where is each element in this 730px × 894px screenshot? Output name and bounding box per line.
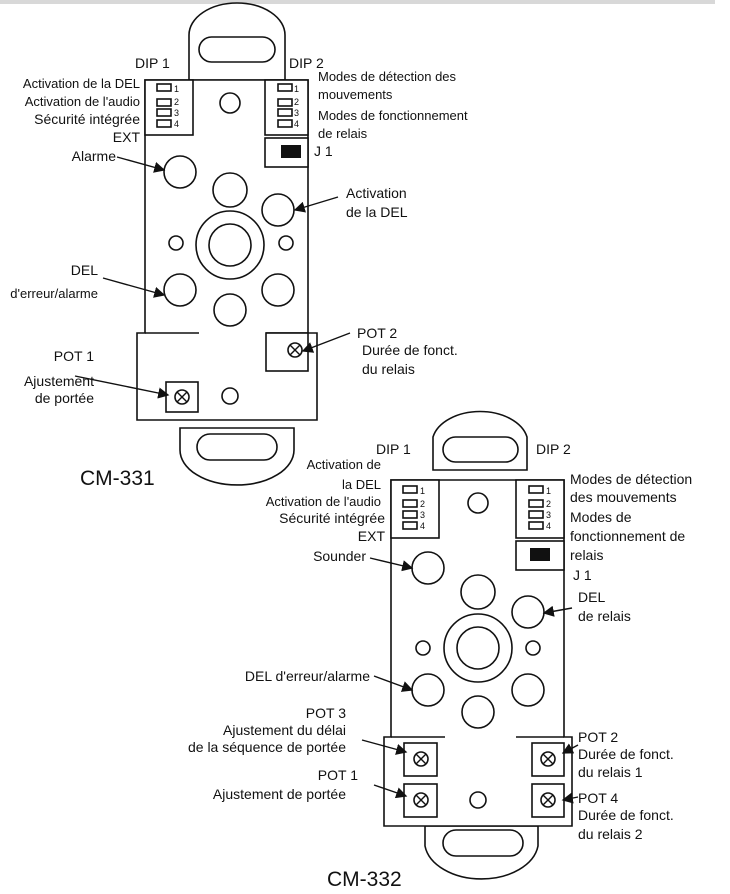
cm332-j1-label: J 1 — [573, 567, 592, 583]
cm331-error-led-label: d'erreur/alarme — [10, 286, 98, 301]
cm332-dip1-item: Sécurité intégrée — [279, 510, 385, 526]
cm332-dip2-item: fonctionnement de — [570, 528, 685, 544]
svg-text:3: 3 — [174, 108, 179, 118]
svg-text:2: 2 — [546, 499, 551, 509]
cm332-dip2-label: DIP 2 — [536, 441, 571, 457]
cm331-top-slot — [198, 36, 276, 63]
cm332-dip2-item: Modes de — [570, 509, 632, 525]
cm332-pot1-label: Ajustement de portée — [213, 786, 346, 802]
cm332-pot2-label: du relais 1 — [578, 764, 643, 780]
cm331-pot2-label: Durée de fonct. — [362, 342, 458, 358]
cm331-error-led-label: DEL — [71, 262, 98, 278]
cm331-pot2-label: POT 2 — [357, 325, 397, 341]
cm331-dip1-item: Activation de l'audio — [25, 94, 140, 109]
cm331-pot1-label: de portée — [35, 390, 94, 406]
cm331-dip1-item: EXT — [113, 129, 141, 145]
cm332-pot3-label: POT 3 — [306, 705, 346, 721]
svg-text:1: 1 — [420, 486, 425, 496]
cm332-pot1-label: POT 1 — [318, 767, 358, 783]
cm331-led-activation-label: Activation — [346, 185, 407, 201]
cm331-dip2-label: DIP 2 — [289, 55, 324, 71]
cm332-relay-led-label: de relais — [578, 608, 631, 624]
cm331-dip2-item: Modes de détection des — [318, 69, 457, 84]
cm332-dip1-item: Activation de — [307, 457, 381, 472]
cm331-device: 12 34 12 34 — [136, 2, 318, 486]
cm332-pot4-label: POT 4 — [578, 790, 618, 806]
cm331-led-activation-label: de la DEL — [346, 204, 408, 220]
cm331-pot1-label: POT 1 — [54, 348, 94, 364]
cm332-dip1-item: EXT — [358, 528, 386, 544]
cm331-pot1 — [165, 381, 199, 413]
cm332-dip1-label: DIP 1 — [376, 441, 411, 457]
svg-text:4: 4 — [420, 521, 425, 531]
cm331-dip1-label: DIP 1 — [135, 55, 170, 71]
cm332-bottom-slot — [442, 829, 524, 857]
cm332-pot3-label: Ajustement du délai — [223, 722, 346, 738]
cm331-dip2-item: de relais — [318, 126, 368, 141]
cm331-dip2-item: mouvements — [318, 87, 393, 102]
svg-text:3: 3 — [420, 510, 425, 520]
cm332-dip2-item: relais — [570, 547, 603, 563]
svg-text:1: 1 — [174, 84, 179, 94]
cm331-j1-label: J 1 — [314, 143, 333, 159]
cm332-error-led — [411, 673, 445, 707]
cm331-sensor-lens-inner — [208, 223, 252, 267]
cm331-alarm-sounder — [163, 155, 197, 189]
cm332-dip1-item: la DEL — [342, 477, 381, 492]
cm332-sensor-lens-inner — [456, 626, 500, 670]
cm332-sounder-label: Sounder — [313, 548, 366, 564]
cm332-relay-led-label: DEL — [578, 589, 605, 605]
cm331-dip2-item: Modes de fonctionnement — [318, 108, 468, 123]
svg-text:2: 2 — [420, 499, 425, 509]
cm331-error-led — [163, 273, 197, 307]
cm332-device: 12 34 12 34 — [383, 410, 573, 880]
svg-text:4: 4 — [546, 521, 551, 531]
svg-text:4: 4 — [174, 119, 179, 129]
cm331-pot1-label: Ajustement — [24, 373, 94, 389]
cm331-model-label: CM-331 — [80, 467, 155, 490]
cm331-alarm-label: Alarme — [72, 148, 117, 164]
cm332-pot4-label: du relais 2 — [578, 826, 643, 842]
svg-text:3: 3 — [546, 510, 551, 520]
svg-text:4: 4 — [294, 119, 299, 129]
cm332-pot1 — [403, 783, 438, 818]
svg-text:2: 2 — [294, 97, 299, 107]
cm332-dip1-item: Activation de l'audio — [266, 494, 381, 509]
cm332-sounder — [411, 551, 445, 585]
cm331-pot2-label: du relais — [362, 361, 415, 377]
cm332-model-label: CM-332 — [327, 868, 402, 891]
cm332-pot4-label: Durée de fonct. — [578, 807, 674, 823]
cm332-pot3-label: de la séquence de portée — [188, 739, 346, 755]
cm331-bottom-slot — [196, 433, 278, 461]
svg-text:1: 1 — [546, 486, 551, 496]
cm332-dip2-item: des mouvements — [570, 489, 677, 505]
svg-text:1: 1 — [294, 84, 299, 94]
cm332-pot2-label: Durée de fonct. — [578, 746, 674, 762]
cm332-pot2-label: POT 2 — [578, 729, 618, 745]
cm331-led-activation — [261, 193, 295, 227]
cm332-dip2-item: Modes de détection — [570, 471, 692, 487]
svg-text:3: 3 — [294, 108, 299, 118]
cm332-error-led-label: DEL d'erreur/alarme — [245, 668, 370, 684]
cm332-relay-led — [511, 595, 545, 629]
cm331-dip1-item: Sécurité intégrée — [34, 111, 140, 127]
svg-text:2: 2 — [174, 97, 179, 107]
cm332-top-slot — [442, 436, 519, 463]
cm331-dip1-item: Activation de la DEL — [23, 76, 140, 91]
top-border — [0, 0, 715, 4]
